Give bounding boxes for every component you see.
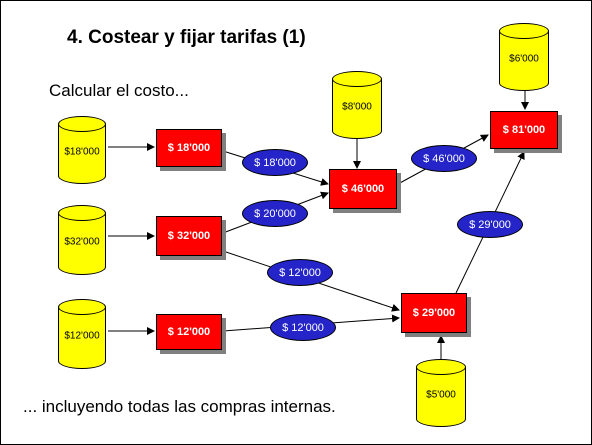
cylinder-c3: $12'000: [58, 299, 106, 369]
cylinder-c1: $18'000: [58, 116, 106, 184]
cost-box-b6: $ 29'000: [401, 293, 467, 333]
cost-box-b4: $ 46'000: [329, 169, 397, 209]
cylinder-c6-label: $5'000: [426, 389, 456, 401]
transfer-ellipse-e4: $ 12'000: [270, 314, 336, 341]
transfer-ellipse-e1: $ 18'000: [242, 149, 308, 176]
cylinder-c4: $8'000: [332, 71, 382, 139]
cylinder-c3-label: $12'000: [64, 330, 100, 342]
transfer-ellipse-e2: $ 20'000: [242, 200, 308, 227]
slide-title: 4. Costear y fijar tarifas (1): [67, 27, 306, 48]
cylinder-c5: $6'000: [499, 23, 549, 91]
cost-box-b2: $ 32'000: [156, 216, 222, 256]
cylinder-c4-label: $8'000: [342, 101, 372, 113]
transfer-ellipse-e3: $ 12'000: [267, 259, 333, 286]
transfer-ellipse-e6: $ 29'000: [457, 211, 523, 238]
transfer-ellipse-e5: $ 46'000: [411, 145, 477, 172]
cylinder-c2: $32'000: [58, 205, 106, 275]
cost-box-b1: $ 18'000: [156, 129, 222, 167]
cylinder-c5-label: $6'000: [509, 53, 539, 65]
cylinder-c2-label: $32'000: [64, 236, 100, 248]
cost-box-b3: $ 12'000: [156, 314, 222, 350]
cost-box-b5: $ 81'000: [490, 111, 558, 149]
cylinder-c6: $5'000: [416, 359, 466, 427]
cylinder-c1-label: $18'000: [64, 146, 100, 158]
slide-subtitle: Calcular el costo...: [49, 81, 189, 100]
slide-footer: ... incluyendo todas las compras interna…: [23, 397, 336, 416]
